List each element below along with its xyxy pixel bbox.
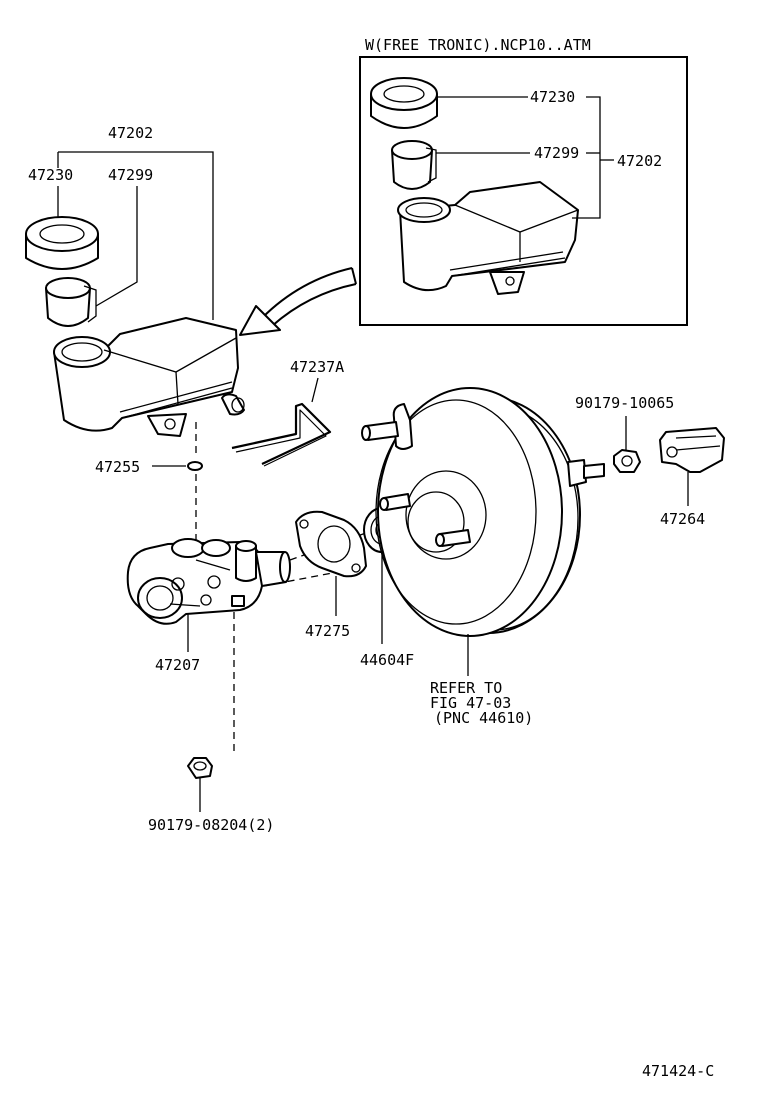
label-47207: 47207 [155, 656, 200, 674]
brake-booster: REFER TO FIG 47-03 (PNC 44610) [361, 387, 605, 727]
label-47264: 47264 [660, 510, 705, 528]
nut-90179-10065: 90179-10065 [575, 394, 674, 473]
reservoir-body [53, 317, 245, 437]
reservoir-strainer [45, 277, 97, 327]
grommet-47255: 47255 [95, 458, 203, 476]
label-47202-inset: 47202 [617, 152, 662, 170]
reservoir-cap [25, 216, 99, 270]
clip-47237A: 47237A [231, 358, 344, 467]
inset-frame [359, 56, 688, 326]
clevis-47264: 47264 [659, 427, 725, 528]
reservoir-group: 47202 47230 47299 [25, 124, 245, 437]
label-44604F: 44604F [360, 651, 414, 669]
label-47230-inset: 47230 [530, 88, 575, 106]
inset-reservoir [397, 181, 579, 295]
master-cylinder: 47207 [126, 538, 291, 674]
inset-cap [370, 77, 438, 129]
bolt-90179-08204: 90179-08204(2) [148, 757, 274, 834]
label-47237A: 47237A [290, 358, 344, 376]
label-90179-10065: 90179-10065 [575, 394, 674, 412]
label-47299-inset: 47299 [534, 144, 579, 162]
label-47202-main: 47202 [108, 124, 153, 142]
figure-code: 471424-C [642, 1062, 714, 1080]
reference-arrow [239, 267, 357, 336]
inset-group: W(FREE TRONIC).NCP10..ATM [359, 36, 688, 326]
label-90179-08204: 90179-08204(2) [148, 816, 274, 834]
gasket-47275: 47275 [295, 510, 367, 640]
label-47255: 47255 [95, 458, 140, 476]
label-refer-line3: (PNC 44610) [434, 709, 533, 727]
label-refer-line2: FIG 47-03 [430, 694, 511, 712]
label-47230-main: 47230 [28, 166, 73, 184]
label-47275: 47275 [305, 622, 350, 640]
label-47299-main: 47299 [108, 166, 153, 184]
inset-title: W(FREE TRONIC).NCP10..ATM [365, 36, 591, 54]
inset-strainer [391, 140, 437, 190]
label-refer-line1: REFER TO [430, 679, 502, 697]
